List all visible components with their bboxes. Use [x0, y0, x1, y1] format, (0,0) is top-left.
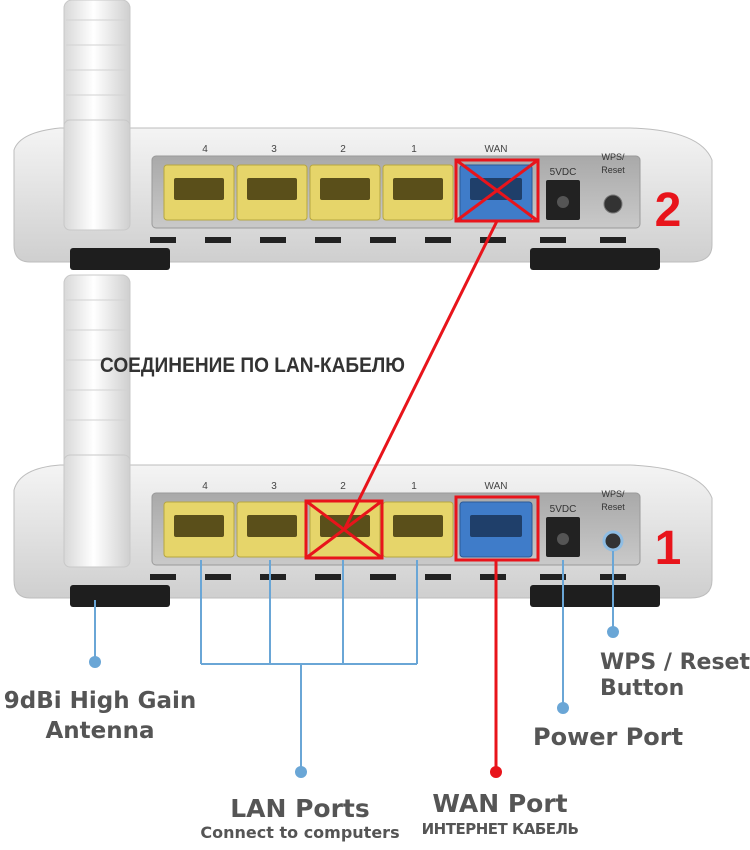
router-1-power-label: 5VDC [550, 504, 577, 515]
wps-caption-line2: Button [600, 676, 685, 701]
antenna-caption-line2: Antenna [45, 718, 155, 744]
router-1-lan2-crossed-box [304, 499, 384, 560]
router-2-reset-button [603, 194, 623, 214]
router-1-port-label-2: 2 [340, 481, 346, 492]
callout-dots [89, 626, 619, 778]
router-1-left-foot [70, 585, 170, 607]
antenna-caption-line1: 9dBi High Gain [3, 688, 197, 714]
router-2-port-label-2: 2 [340, 144, 346, 155]
router-1-reset-button [602, 530, 624, 552]
lan-caption-title: LAN Ports [230, 794, 370, 823]
router-1-right-foot [530, 585, 660, 607]
router-1-lan2-cross-line-b [305, 499, 383, 560]
connection-label: СОЕДИНЕНИЕ ПО LAN-КАБЕЛЮ [100, 354, 405, 377]
wan-cable-dot [490, 766, 502, 778]
router-2-lan-openings [174, 178, 443, 200]
router-1-wps-label-line1: WPS/ [601, 489, 625, 499]
router-2-wps-label-line2: Reset [601, 165, 625, 175]
antenna-2-base [63, 119, 131, 231]
router-1: 4 3 2 1 WAN 5VDC WPS/ Reset [13, 274, 713, 607]
lan-caption-subtitle: Connect to computers [200, 823, 400, 842]
router-2-number: 2 [655, 184, 682, 237]
wan-caption: WAN Port ИНТЕРНЕТ КАБЕЛЬ [410, 790, 590, 840]
router-2-port-label-3: 3 [271, 144, 277, 155]
router-1-port-label-4: 4 [202, 481, 208, 492]
antenna-2-ridges [66, 19, 128, 121]
router-2-wps-label-line1: WPS/ [601, 152, 625, 162]
wan-caption-title: WAN Port [432, 789, 568, 818]
wan-caption-subtitle: ИНТЕРНЕТ КАБЕЛЬ [421, 820, 579, 838]
power-caption: Power Port [533, 723, 684, 751]
antenna-caption: 9dBi High Gain Antenna [0, 686, 200, 746]
callout-lines [94, 551, 614, 770]
router-2: 4 3 2 1 WAN 5VDC WPS/ Reset [13, 0, 713, 270]
antenna-1-base [63, 454, 131, 568]
router-2-right-foot [530, 248, 660, 270]
router-2-wan-cross-line-b [455, 158, 539, 223]
router-2-port-label-1: 1 [411, 144, 417, 155]
router-2-left-foot [70, 248, 170, 270]
router-1-wps-label-line2: Reset [601, 502, 625, 512]
router-2-port-label-4: 4 [202, 144, 208, 155]
router-1-number: 1 [655, 522, 682, 575]
router-2-port-label-wan: WAN [485, 144, 508, 155]
wps-caption: WPS / Reset Button [600, 650, 750, 702]
lan-caption: LAN Ports Connect to computers [170, 795, 430, 843]
router-1-vents [150, 574, 626, 580]
router-1-port-label-3: 3 [271, 481, 277, 492]
lan-cable-line [343, 220, 499, 529]
wps-caption-line1: WPS / Reset [600, 650, 750, 675]
router-1-port-label-1: 1 [411, 481, 417, 492]
router-2-power-label: 5VDC [550, 167, 577, 178]
antenna-1-ridges [66, 299, 128, 421]
router-1-port-label-wan: WAN [485, 481, 508, 492]
router-2-vents [150, 237, 626, 243]
